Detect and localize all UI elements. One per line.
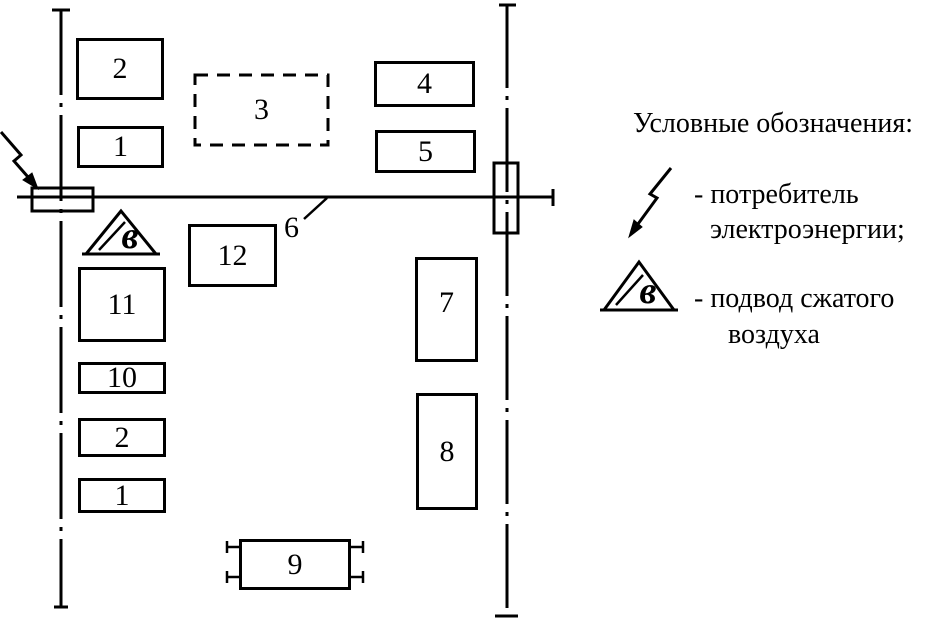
left-axis-line	[52, 8, 70, 609]
plan-box-3: 3	[195, 75, 328, 145]
air-letter: в	[122, 215, 139, 257]
legend-item-electricity-line2: электроэнергии;	[710, 214, 905, 245]
box-label: 2	[112, 52, 128, 85]
plan-box-8: 8	[416, 393, 478, 510]
legend-title: Условные обозначения:	[633, 108, 914, 139]
legend-item-air-line1: - подвод сжатого	[694, 283, 895, 314]
plan-box-10: 10	[78, 362, 166, 394]
box-label: 9	[287, 547, 303, 581]
legend-air-triangle-icon: в	[600, 259, 678, 312]
legend-air-letter: в	[640, 270, 657, 312]
air-triangle-icon: в	[82, 208, 160, 257]
plan-box-5: 5	[375, 130, 476, 173]
plan-box-11: 11	[78, 267, 166, 342]
box-label: 1	[113, 130, 128, 163]
box-3-dashed-outline	[193, 73, 330, 147]
box-label: 11	[107, 287, 137, 321]
plan-box-9: 9	[239, 539, 351, 590]
plan-box-4: 4	[374, 61, 475, 107]
box-label: 10	[107, 361, 137, 394]
right-axis-line	[495, 3, 518, 618]
legend-item-air-line2: воздуха	[728, 319, 820, 350]
power-line-left-connector	[30, 186, 95, 213]
box-label: 2	[114, 420, 130, 454]
plan-box-1-upper: 1	[77, 126, 164, 168]
box-label: 1	[114, 478, 130, 512]
lightning-arrow-icon	[0, 131, 39, 191]
plan-box-12: 12	[188, 224, 277, 287]
box-9-connectors	[225, 541, 365, 583]
plan-box-2-upper: 2	[76, 38, 164, 100]
power-line	[17, 189, 555, 206]
box-label: 12	[217, 238, 248, 272]
legend-lightning-arrow-icon	[628, 167, 673, 239]
plan-box-7: 7	[415, 257, 478, 362]
power-line-right-connector	[492, 161, 520, 235]
legend-item-electricity-line1: - потребитель	[694, 179, 859, 210]
box-label: 5	[418, 134, 433, 168]
power-line-leader	[303, 197, 328, 220]
plan-box-1-lower: 1	[78, 478, 166, 513]
box-label: 8	[439, 434, 455, 468]
box-label: 3	[254, 93, 269, 126]
plan-box-2-lower: 2	[78, 418, 166, 457]
box-label: 4	[417, 67, 432, 100]
box-label: 7	[439, 286, 454, 319]
power-line-label: 6	[284, 211, 299, 244]
